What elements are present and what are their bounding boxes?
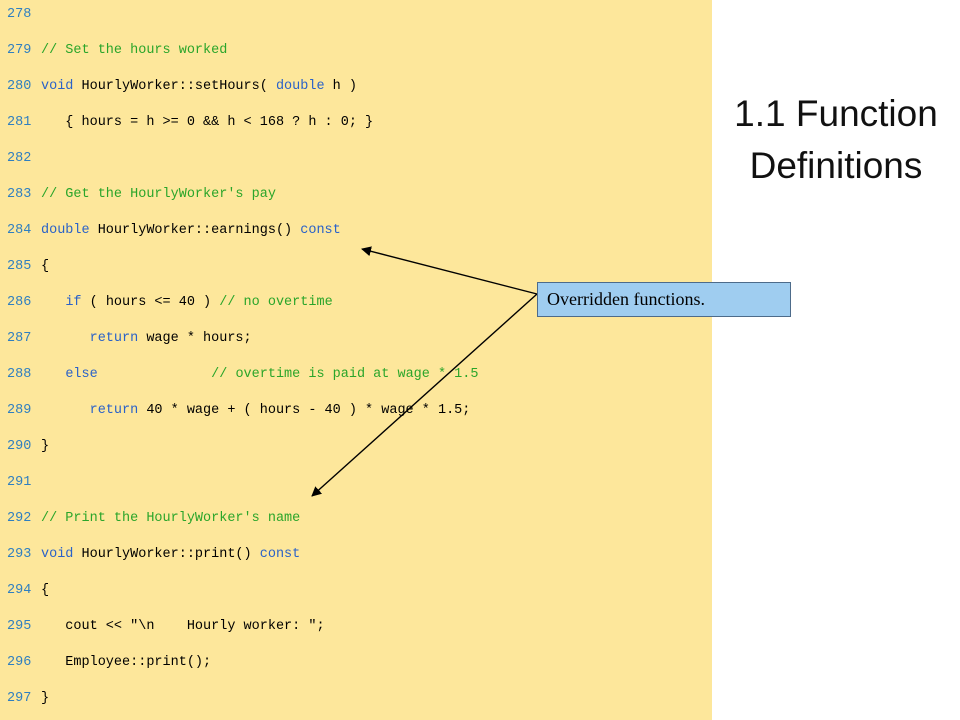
- callout-box: Overridden functions.: [537, 282, 791, 317]
- code-comment: // Set the hours worked: [41, 43, 228, 58]
- code-token: cout << "\n Hourly worker: ";: [41, 619, 325, 634]
- code-line: 283 // Get the HourlyWorker's pay: [0, 185, 712, 205]
- code-token: [41, 367, 65, 382]
- code-keyword: double: [275, 79, 325, 94]
- code-token: }: [41, 439, 50, 454]
- line-number: 278: [7, 7, 32, 22]
- code-line: 293 void HourlyWorker::print() const: [0, 545, 712, 565]
- code-line: 295 cout << "\n Hourly worker: ";: [0, 617, 712, 637]
- line-number: 281: [7, 115, 32, 130]
- line-number: 293: [7, 547, 32, 562]
- code-line: 278: [0, 5, 712, 25]
- slide-title-line-2: Definitions: [749, 145, 923, 186]
- code-listing: 278 279 // Set the hours worked 280 void Hou…: [0, 0, 712, 720]
- code-token: {: [41, 259, 50, 274]
- line-number: 295: [7, 619, 32, 634]
- code-line: 289 return 40 * wage + ( hours - 40 ) * …: [0, 401, 712, 421]
- line-number: 279: [7, 43, 32, 58]
- code-text: {: [41, 259, 49, 274]
- code-text: // Get the HourlyWorker's pay: [41, 187, 276, 202]
- code-keyword: const: [259, 547, 301, 562]
- code-text: if ( hours <= 40 ) // no overtime: [41, 295, 333, 310]
- code-keyword: void: [41, 79, 74, 94]
- line-number: 292: [7, 511, 32, 526]
- code-comment: // no overtime: [219, 295, 333, 310]
- code-text: {: [41, 583, 49, 598]
- line-number: 296: [7, 655, 32, 670]
- code-token: HourlyWorker::print(): [73, 547, 260, 562]
- code-keyword: if: [65, 295, 82, 310]
- code-token: HourlyWorker::earnings(): [89, 223, 301, 238]
- code-text: void HourlyWorker::setHours( double h ): [41, 79, 357, 94]
- code-token: [41, 403, 90, 418]
- code-line: 279 // Set the hours worked: [0, 41, 712, 61]
- code-comment: // Print the HourlyWorker's name: [41, 511, 301, 526]
- code-line: 297}: [0, 689, 712, 709]
- code-text: Employee::print();: [41, 655, 211, 670]
- line-number: 297: [7, 691, 32, 706]
- line-number: 285: [7, 259, 32, 274]
- code-text: return 40 * wage + ( hours - 40 ) * wage…: [41, 403, 471, 418]
- code-text: else // overtime is paid at wage * 1.5: [41, 367, 478, 382]
- code-text: }: [41, 439, 49, 454]
- code-text: double HourlyWorker::earnings() const: [41, 223, 341, 238]
- code-token: {: [41, 583, 50, 598]
- code-line: 282: [0, 149, 712, 169]
- code-line: 280 void HourlyWorker::setHours( double h…: [0, 77, 712, 97]
- code-keyword: void: [41, 547, 74, 562]
- line-number: 290: [7, 439, 32, 454]
- code-token: h ): [324, 79, 357, 94]
- code-keyword: return: [89, 331, 139, 346]
- code-text: cout << "\n Hourly worker: ";: [41, 619, 325, 634]
- line-number: 288: [7, 367, 32, 382]
- line-number: 286: [7, 295, 32, 310]
- code-text: // Print the HourlyWorker's name: [41, 511, 300, 526]
- code-text: { hours = h >= 0 && h < 168 ? h : 0; }: [41, 115, 373, 130]
- code-keyword: else: [65, 367, 98, 382]
- line-number: 282: [7, 151, 32, 166]
- code-line: 284 double HourlyWorker::earnings() const: [0, 221, 712, 241]
- line-number: 287: [7, 331, 32, 346]
- line-number: 294: [7, 583, 32, 598]
- code-token: Employee::print();: [41, 655, 212, 670]
- code-token: HourlyWorker::setHours(: [73, 79, 276, 94]
- code-keyword: const: [300, 223, 341, 238]
- code-line: 291: [0, 473, 712, 493]
- code-keyword: double: [41, 223, 90, 238]
- code-text: void HourlyWorker::print() const: [41, 547, 300, 562]
- code-line: 292 // Print the HourlyWorker's name: [0, 509, 712, 529]
- code-line: 288 else // overtime is paid at wage * 1…: [0, 365, 712, 385]
- code-token: wage * hours;: [138, 331, 252, 346]
- slide-title-line-1: 1.1 Function: [734, 93, 938, 134]
- line-number: 291: [7, 475, 32, 490]
- code-text: return wage * hours;: [41, 331, 252, 346]
- code-line: 281 { hours = h >= 0 && h < 168 ? h : 0;…: [0, 113, 712, 133]
- code-token: { hours = h >= 0 && h < 168 ? h : 0; }: [41, 115, 374, 130]
- line-number: 284: [7, 223, 32, 238]
- code-token: }: [41, 691, 50, 706]
- code-line: 287 return wage * hours;: [0, 329, 712, 349]
- code-line: 294 {: [0, 581, 712, 601]
- code-token: [41, 331, 90, 346]
- code-comment: // overtime is paid at wage * 1.5: [211, 367, 479, 382]
- code-line: 296 Employee::print();: [0, 653, 712, 673]
- code-comment: // Get the HourlyWorker's pay: [41, 187, 276, 202]
- code-text: // Set the hours worked: [41, 43, 227, 58]
- code-token: [98, 367, 211, 382]
- line-number: 280: [7, 79, 32, 94]
- code-line: 290}: [0, 437, 712, 457]
- line-number: 289: [7, 403, 32, 418]
- code-token: ( hours <= 40 ): [81, 295, 220, 310]
- code-keyword: return: [89, 403, 139, 418]
- code-line: 285 {: [0, 257, 712, 277]
- slide-title: 1.1 Function Definitions: [712, 88, 960, 192]
- code-token: [41, 295, 65, 310]
- code-text: }: [41, 691, 49, 706]
- code-token: 40 * wage + ( hours - 40 ) * wage * 1.5;: [138, 403, 471, 418]
- line-number: 283: [7, 187, 32, 202]
